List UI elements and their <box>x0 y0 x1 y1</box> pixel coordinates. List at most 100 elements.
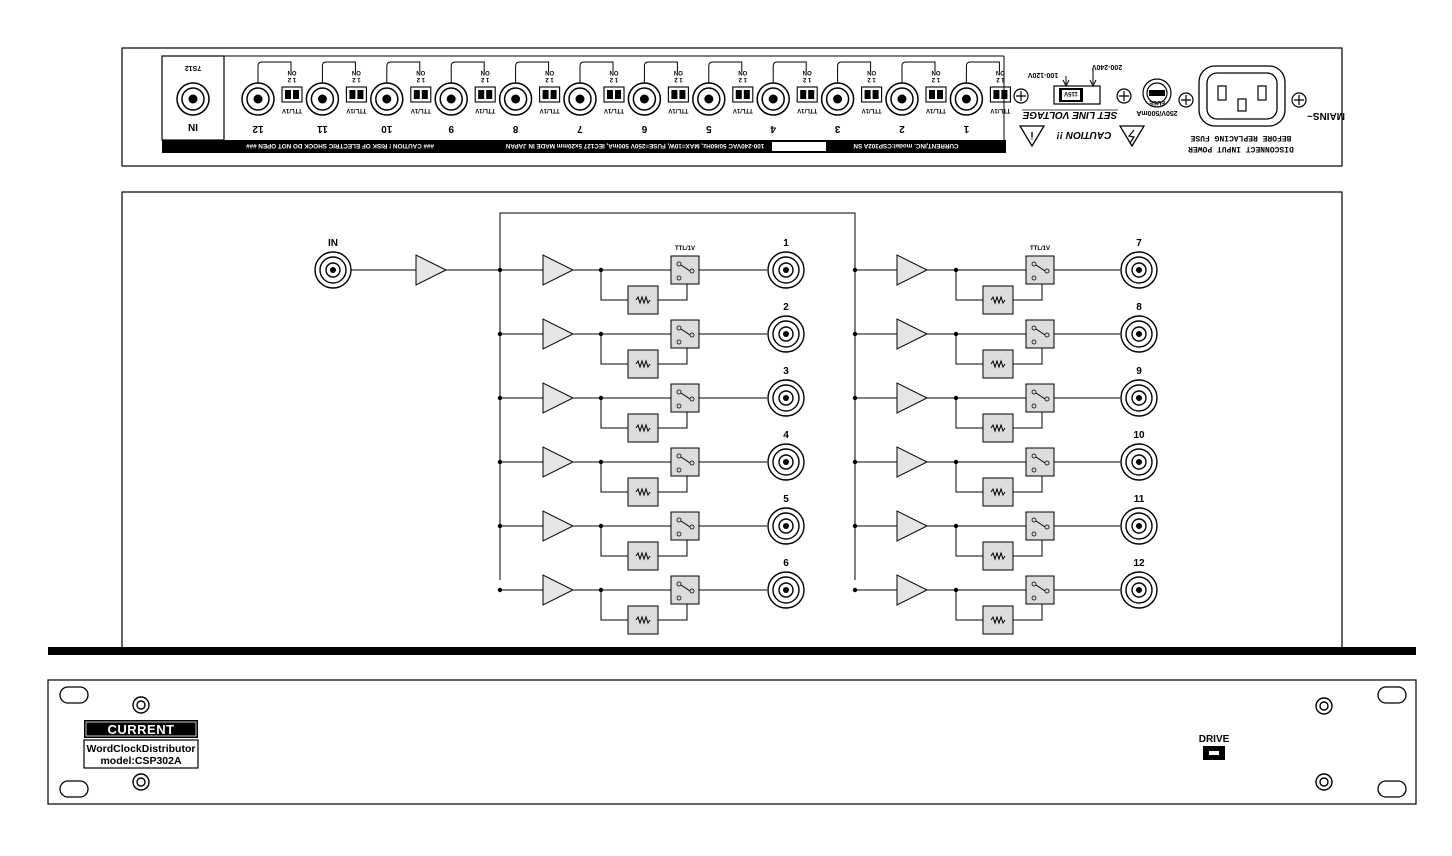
voltage-low-label: 100-120V <box>1027 71 1058 78</box>
rear-output-number: 11 <box>317 123 328 134</box>
dip-lever <box>486 90 493 99</box>
resistor-icon <box>635 551 651 561</box>
bnc-ring <box>1125 448 1153 476</box>
dip-lever <box>808 90 815 99</box>
output-number: 10 <box>1133 430 1145 441</box>
wire <box>658 348 688 365</box>
bnc-pin <box>783 459 789 465</box>
switch-box <box>1025 447 1055 477</box>
dip-pin-label: 1 2 <box>480 76 489 82</box>
channel-10: 10 <box>852 430 1158 507</box>
switch-lever-icon <box>1035 456 1046 464</box>
dip-switch <box>474 86 496 103</box>
switch-contact <box>676 531 682 537</box>
bnc-pin <box>783 395 789 401</box>
switch-contact <box>1031 517 1037 523</box>
wire <box>1013 412 1043 429</box>
channel-8: 8 <box>852 302 1158 379</box>
brand-name: CURRENT <box>107 722 174 737</box>
output-number: 7 <box>1136 238 1142 249</box>
amplifier <box>542 254 575 286</box>
bnc-outer <box>1120 379 1158 417</box>
switch-lever-icon <box>680 264 691 272</box>
rear-bnc-inner <box>503 87 528 111</box>
rear-bnc-inner <box>761 87 785 111</box>
dip-lever <box>413 90 420 99</box>
rear-bnc-inner <box>375 87 399 111</box>
rear-bnc-inner <box>890 87 914 111</box>
dip-on-label: ON <box>610 69 619 75</box>
dip-lever <box>743 90 750 99</box>
amplifier <box>542 510 575 542</box>
resistor-icon <box>990 295 1006 305</box>
rear-bnc-pin <box>833 94 843 104</box>
switch-lever-icon <box>680 328 691 336</box>
rear-strip-left-text: ### CAUTION ! RISK OF ELECTRIC SHOCK DO … <box>246 142 434 149</box>
bnc-pin <box>1136 587 1142 593</box>
switch-contact <box>1031 275 1037 281</box>
wire <box>658 284 688 301</box>
diagram-in-label: IN <box>328 238 338 249</box>
dip-on-label: ON <box>738 69 747 75</box>
switch-label: TTL/1V <box>1030 246 1050 252</box>
amplifier <box>896 574 929 606</box>
bnc-ring <box>772 320 800 348</box>
bnc-pin <box>783 331 789 337</box>
bnc-ring <box>1125 384 1153 412</box>
model-name: model:CSP302A <box>100 755 182 767</box>
rear-switch-label: TTL/1V <box>926 107 946 113</box>
rear-wire <box>450 61 485 83</box>
switch-contact <box>1031 389 1037 395</box>
bnc-outer <box>767 379 805 417</box>
rear-output-number: 2 <box>899 123 905 134</box>
switch-contact <box>676 403 682 409</box>
dip-lever <box>349 90 356 99</box>
diagram-in-bnc <box>314 251 352 289</box>
wire <box>600 526 628 557</box>
switch-contact <box>676 339 682 345</box>
switch-contact <box>1031 339 1037 345</box>
dip-lever <box>735 90 742 99</box>
bnc-ring <box>772 448 800 476</box>
rear-wire <box>257 61 292 83</box>
switch-contact <box>676 261 682 267</box>
dip-lever <box>542 90 549 99</box>
dip-switch <box>539 86 561 103</box>
channel-5: 5 <box>497 494 805 571</box>
rear-wire <box>772 61 807 83</box>
bnc-inner <box>1131 326 1147 342</box>
channel-9: 9 <box>852 366 1158 443</box>
bnc-pin <box>783 587 789 593</box>
wire <box>955 334 983 365</box>
rack-ear-slot <box>1377 686 1407 704</box>
wire <box>658 540 688 557</box>
bnc-inner <box>778 582 794 598</box>
dip-lever <box>550 90 557 99</box>
dip-on-label: ON <box>996 69 1005 75</box>
front-screw-icon <box>1315 697 1333 715</box>
rear-wire <box>643 61 678 83</box>
dip-lever <box>993 90 1000 99</box>
output-number: 8 <box>1136 302 1142 313</box>
rear-output-number: 5 <box>706 123 712 134</box>
dip-pin-label: 1 2 <box>352 76 361 82</box>
channel-4: 4 <box>497 430 805 507</box>
rear-strip-right-text: CURRENT,INC. model:CSP302A SN <box>853 142 959 149</box>
output-number: 6 <box>783 558 789 569</box>
wire <box>1013 348 1043 365</box>
rear-screw-icon <box>1013 88 1029 104</box>
resistor-icon <box>635 487 651 497</box>
bnc-pin <box>1136 523 1142 529</box>
output-number: 4 <box>783 430 789 441</box>
rear-bnc-inner <box>954 87 979 111</box>
info-warning-icon: i <box>1018 125 1046 148</box>
dip-pin-label: 1 2 <box>867 76 876 82</box>
switch-contact <box>676 275 682 281</box>
rear-output-number: 6 <box>641 123 647 134</box>
dip-on-label: ON <box>674 69 683 75</box>
